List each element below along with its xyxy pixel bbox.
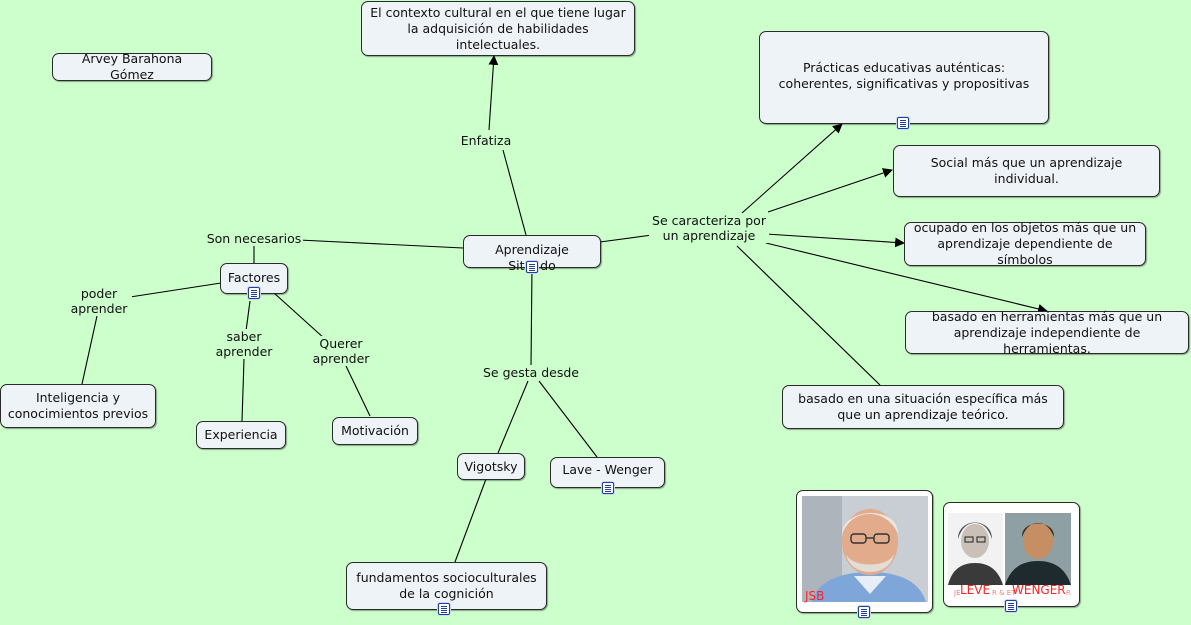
document-icon[interactable] — [897, 117, 909, 129]
practicas-text: Prácticas educativas auténticas: coheren… — [778, 60, 1030, 91]
leve-caption: LEVE — [960, 583, 991, 597]
link-label-son-necesarios: Son necesarios — [205, 231, 303, 246]
link-label-poder-aprender: poder aprender — [66, 286, 132, 316]
document-icon[interactable] — [248, 287, 260, 299]
experiencia-node[interactable]: Experiencia — [196, 421, 286, 449]
document-icon[interactable] — [438, 603, 450, 615]
author-node[interactable]: Arvey Barahona Gómez — [52, 51, 212, 82]
central-node[interactable]: Aprendizaje Situado — [463, 235, 601, 273]
document-icon[interactable] — [526, 261, 538, 273]
link-factores-poder — [129, 282, 222, 298]
jsb-photo — [802, 496, 928, 602]
link-caracteriza-situacion — [736, 245, 881, 386]
link-central-son-necesarios — [298, 239, 464, 249]
jsb-caption: JSB — [805, 589, 825, 603]
document-icon[interactable] — [858, 606, 870, 618]
tiny-caption-mid: R & ET — [992, 589, 1016, 597]
lave-wenger-node[interactable]: Lave - Wenger — [550, 457, 665, 494]
leve-photo — [948, 513, 1003, 585]
vigotsky-node[interactable]: Vigotsky — [457, 453, 525, 480]
link-label-querer-aprender: Querer aprender — [308, 336, 374, 366]
inteligencia-node[interactable]: Inteligencia y conocimientos previos — [0, 384, 156, 428]
link-enfatiza-contexto — [488, 55, 499, 131]
link-caracteriza-objetos — [765, 233, 905, 248]
link-se-gesta-lave — [538, 380, 598, 458]
link-caracteriza-herramientas — [765, 242, 1048, 314]
document-icon[interactable] — [602, 482, 614, 494]
contexto-node[interactable]: El contexto cultural en el que tiene lug… — [361, 1, 635, 56]
link-label-saber-aprender: saber aprender — [211, 329, 277, 359]
fundamentos-text: fundamentos socioculturales de la cognic… — [356, 570, 537, 601]
link-saber-experiencia — [241, 358, 245, 422]
fundamentos-node[interactable]: fundamentos socioculturales de la cognic… — [346, 562, 547, 615]
social-node[interactable]: Social más que un aprendizaje individual… — [893, 145, 1160, 197]
document-icon[interactable] — [1005, 600, 1017, 612]
link-caracteriza-social — [767, 168, 893, 213]
tiny-caption-left: JE — [954, 589, 961, 597]
wenger-caption: WENGER — [1012, 583, 1066, 597]
herramientas-node[interactable]: basado en herramientas más que un aprend… — [905, 309, 1189, 356]
factores-node[interactable]: Factores — [220, 263, 288, 299]
link-central-se-gesta — [530, 266, 533, 367]
lave-wenger-text: Lave - Wenger — [562, 462, 653, 477]
link-central-caracteriza — [599, 234, 653, 243]
wenger-photo — [1005, 513, 1071, 585]
link-se-gesta-vigotsky — [497, 380, 529, 454]
link-vigotsky-fundamentos — [454, 478, 487, 563]
motivacion-node[interactable]: Motivación — [332, 417, 418, 445]
link-querer-motivacion — [345, 365, 371, 417]
link-factores-saber — [245, 300, 251, 332]
factores-text: Factores — [227, 270, 281, 285]
lave-wenger-photo-node[interactable]: JE LEVE R & ET WENGER R — [943, 502, 1080, 612]
tiny-caption-right: R — [1066, 589, 1071, 597]
link-central-enfatiza — [502, 149, 527, 236]
link-factores-querer — [273, 292, 326, 340]
link-label-se-gesta: Se gesta desde — [481, 365, 581, 380]
practicas-node[interactable]: Prácticas educativas auténticas: coheren… — [759, 31, 1049, 129]
link-label-enfatiza: Enfatiza — [457, 133, 515, 148]
link-label-caracteriza: Se caracteriza por un aprendizaje — [649, 213, 769, 243]
link-poder-inteligencia — [81, 315, 98, 385]
situacion-node[interactable]: basado en una situación específica más q… — [782, 385, 1064, 429]
objetos-node[interactable]: ocupado en los objetos más que un aprend… — [904, 220, 1146, 267]
link-caracteriza-practicas — [741, 123, 843, 214]
jsb-photo-node[interactable]: JSB — [796, 490, 933, 618]
